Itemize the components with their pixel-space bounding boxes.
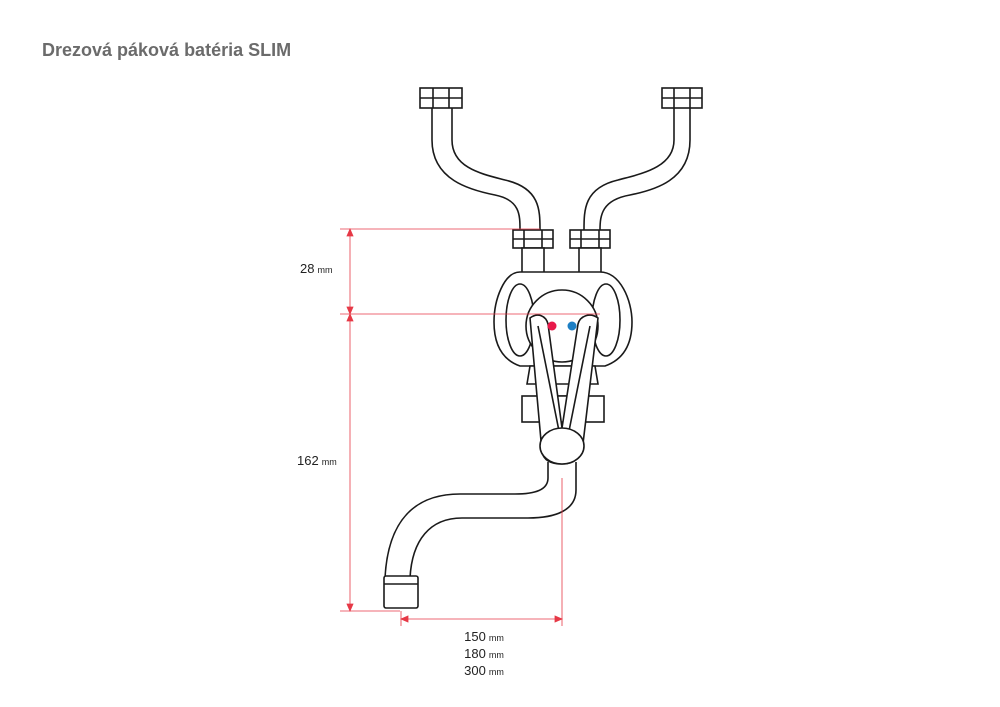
spout-inner	[409, 462, 577, 579]
left-hose-inner	[451, 106, 541, 231]
dimension-unit: mm	[321, 457, 337, 467]
right-hose-inner	[599, 106, 691, 231]
supply-hoses	[431, 106, 691, 231]
spout	[384, 462, 577, 579]
right-lower-nut	[569, 229, 611, 275]
dimension-unit: mm	[488, 667, 504, 677]
right-top-nut	[661, 87, 703, 109]
dimension-value: 28	[300, 261, 315, 276]
dimension-unit: mm	[488, 633, 504, 643]
left-lower-nut	[512, 229, 554, 275]
dimension-value: 180	[464, 646, 486, 661]
left-hose-outer	[431, 106, 521, 231]
dimension-value: 300	[464, 663, 486, 678]
lever-handle	[529, 314, 599, 465]
page-title: Drezová páková batéria SLIM	[42, 40, 292, 60]
cold-water-indicator	[567, 321, 577, 331]
spout-aerator	[383, 575, 419, 609]
dimension-unit: mm	[488, 650, 504, 660]
right-hose-outer	[583, 106, 675, 231]
spout-outer	[384, 462, 549, 579]
dimension-lines	[340, 227, 600, 626]
dimension-value: 150	[464, 629, 486, 644]
dimension-value: 162	[297, 453, 319, 468]
dimension-unit: mm	[317, 265, 333, 275]
left-top-nut	[419, 87, 463, 109]
hot-water-indicator	[547, 321, 557, 331]
